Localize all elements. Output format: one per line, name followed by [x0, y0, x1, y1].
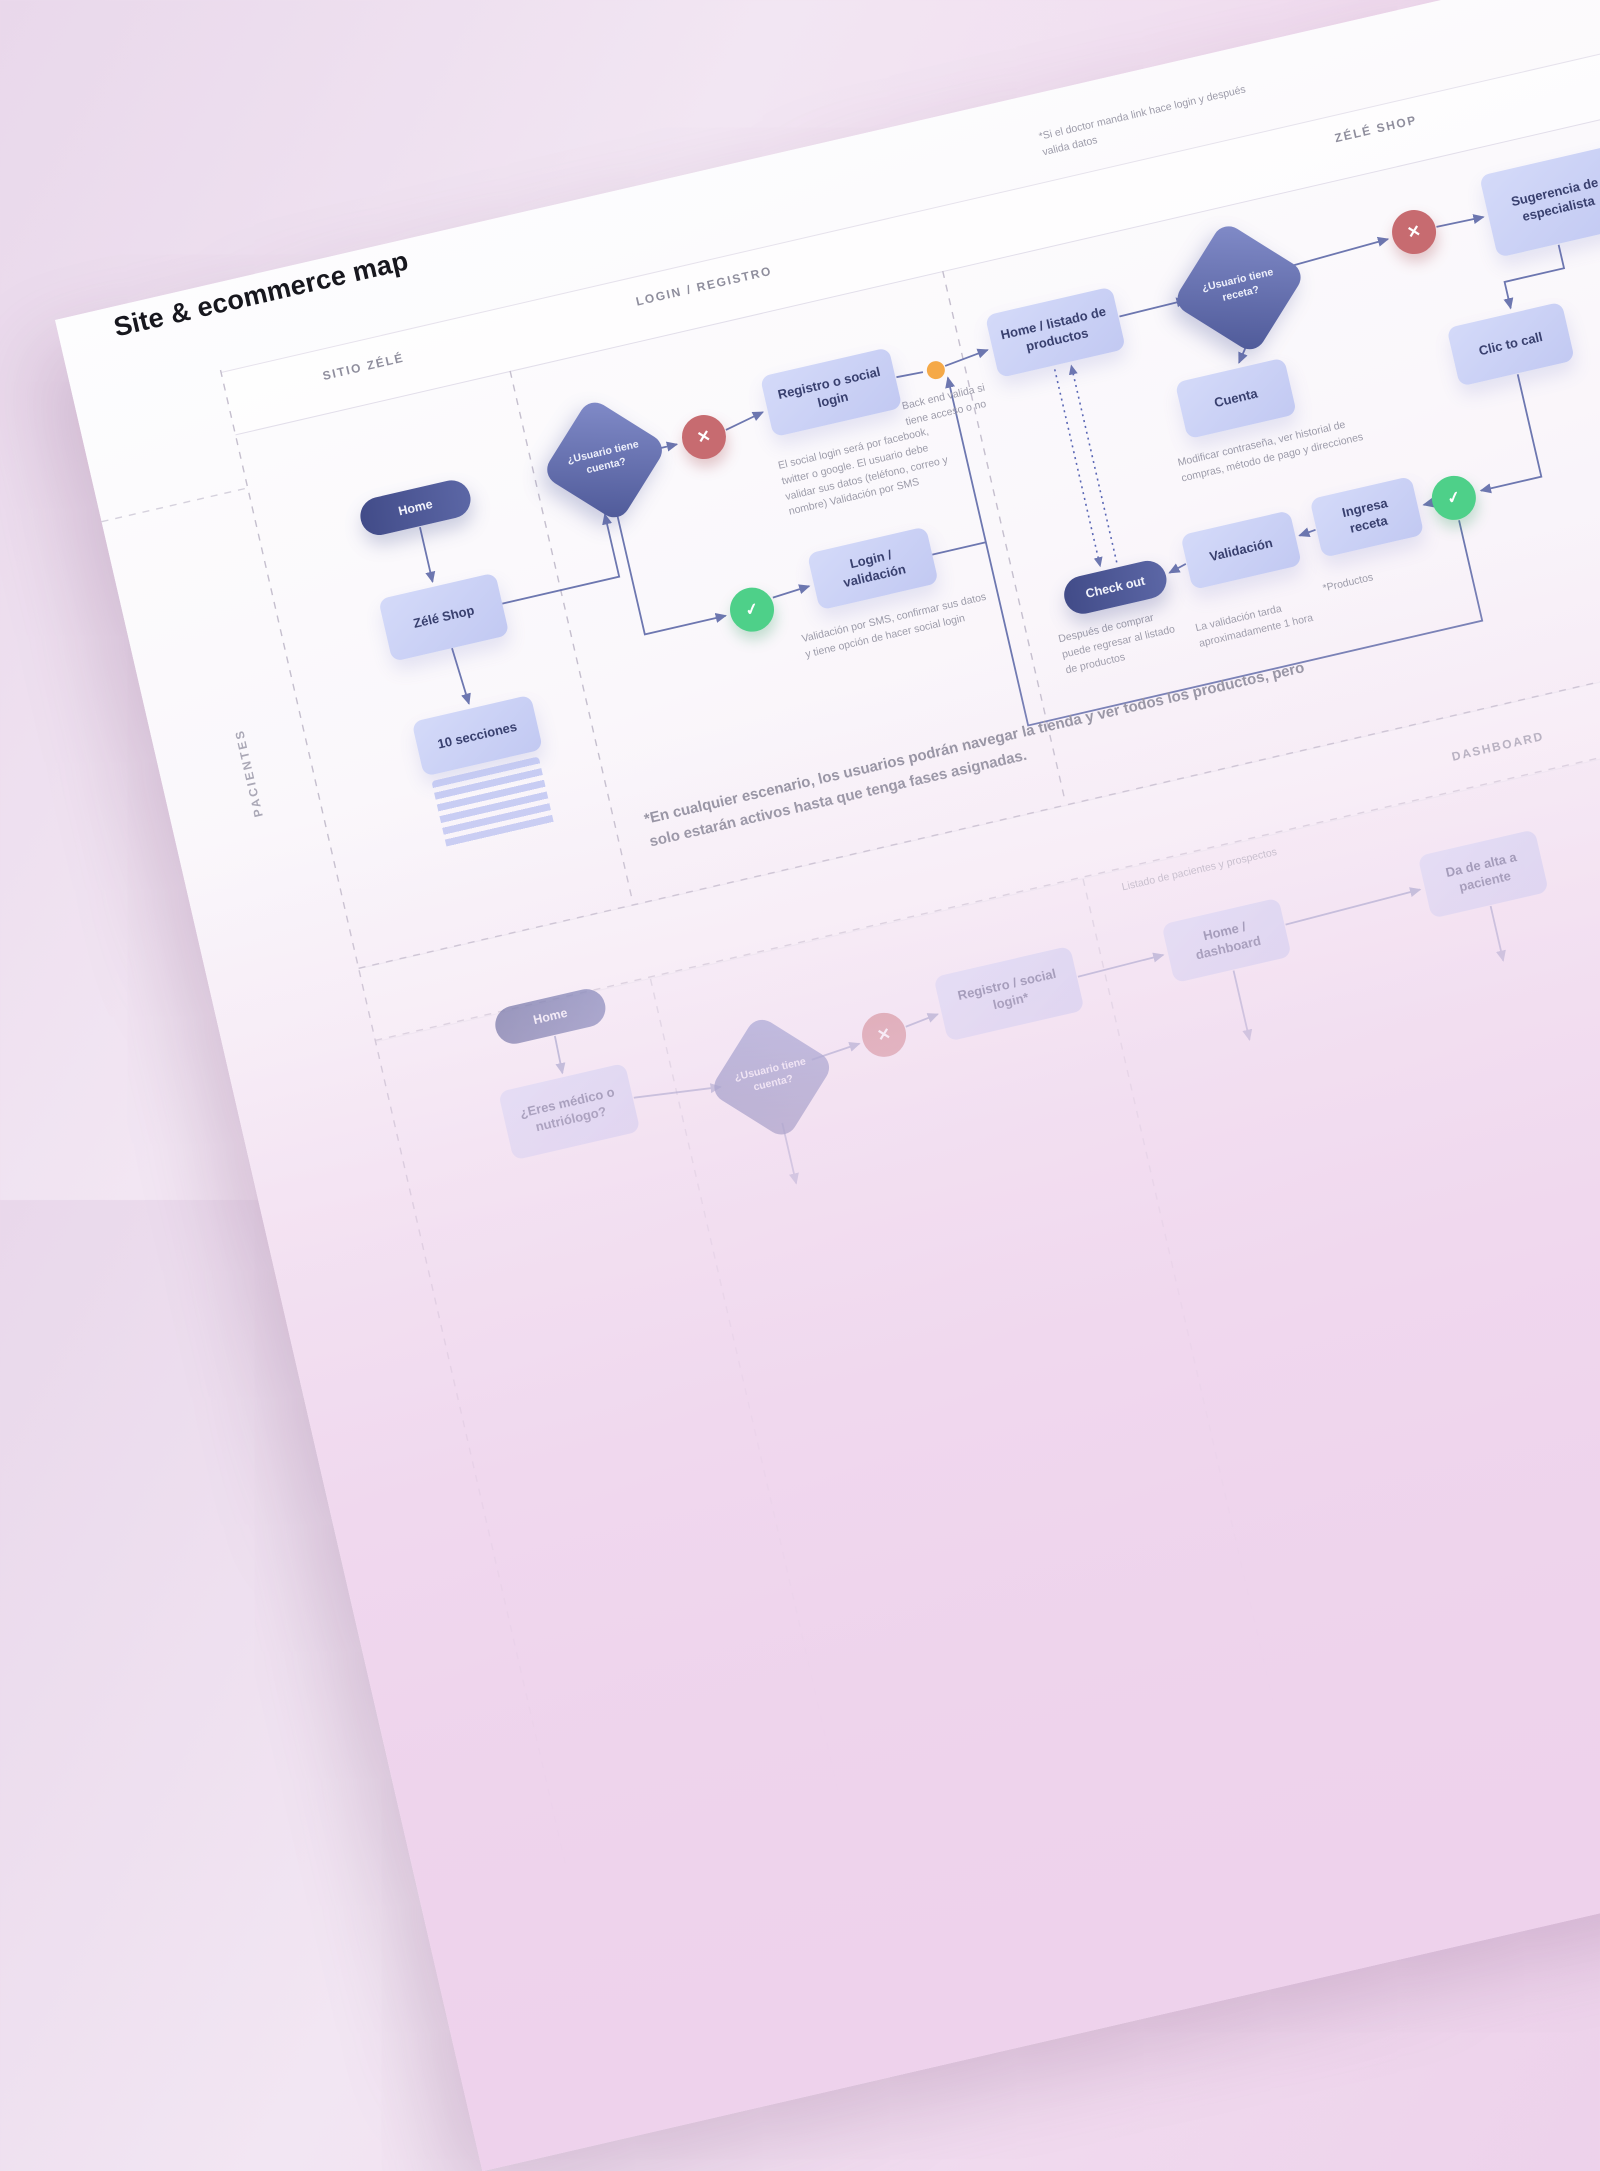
node-registro-social-doctores: Registro / social login* [933, 945, 1085, 1042]
node-eres-medico: ¿Eres médico o nutriólogo? [498, 1062, 641, 1161]
cross-icon: ✕ [857, 1008, 911, 1062]
note-listado-pacientes: Listado de pacientes y prospectos [1120, 845, 1279, 894]
doctors-row: Home ¿Eres médico o nutriólogo? ¿Usuario… [55, 0, 1600, 2171]
decision-label: ¿Usuario tiene cuenta? [733, 1055, 807, 1094]
node-da-de-alta: Da de alta a paciente [1417, 829, 1549, 919]
flowchart-canvas: Site & ecommerce map SITIO ZÉLÉ LOGIN / … [55, 0, 1600, 2171]
node-home-dashboard: Home / dashboard [1161, 897, 1292, 984]
node-home-doctores: Home [491, 985, 610, 1048]
node-decision-usuario-cuenta-doctores: ¿Usuario tiene cuenta? [708, 1013, 836, 1141]
